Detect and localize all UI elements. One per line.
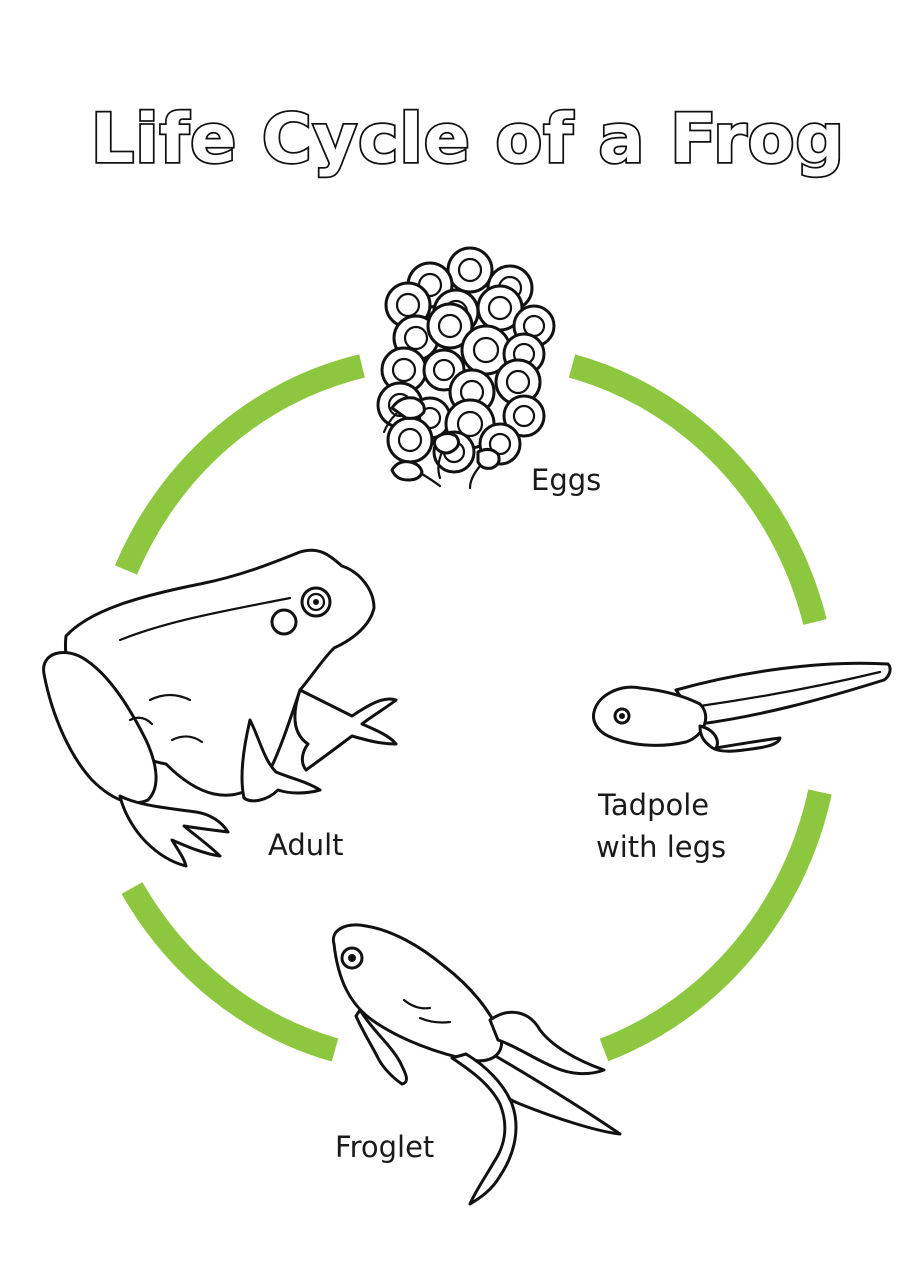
adult-label: Adult	[268, 828, 344, 862]
adult-frog-mid-leg	[240, 718, 322, 803]
egg-yolk	[472, 336, 500, 364]
tadpole-label-line1: Tadpole	[597, 788, 709, 822]
egg	[502, 394, 546, 438]
tadpole-hind-leg	[698, 724, 782, 753]
eggs-label: Eggs	[531, 463, 601, 497]
froglet-hind-leg	[450, 1052, 518, 1206]
egg-yolk	[432, 358, 456, 382]
cycle-arc-froglet-to-adult	[121, 882, 339, 1062]
froglet-label: Froglet	[335, 1130, 434, 1164]
egg-yolk	[457, 257, 483, 283]
egg-yolk	[488, 432, 512, 456]
froglet-body	[331, 923, 503, 1063]
diagram-title: Life Cycle of a Frog	[91, 100, 845, 179]
hatchling-tadpoles	[382, 396, 501, 490]
adult-frog-illustration: Adult	[42, 548, 398, 868]
egg-yolk	[397, 427, 423, 453]
tadpole-tail	[674, 661, 892, 726]
froglet-illustration: Froglet	[331, 923, 622, 1206]
egg	[386, 416, 434, 464]
cycle-arc-adult-to-eggs	[114, 354, 365, 575]
cycle-ring	[114, 354, 832, 1062]
adult-frog-front-leg	[293, 688, 398, 772]
eggs-illustration: Eggs	[376, 246, 601, 497]
egg-yolk	[391, 357, 417, 383]
egg-yolk	[403, 325, 429, 351]
egg-yolk	[487, 295, 513, 321]
tadpole-illustration: Tadpole with legs	[592, 661, 892, 864]
froglet-back-leg	[488, 1010, 606, 1076]
cycle-arc-eggs-to-tadpole	[568, 354, 827, 625]
froglet-front-leg	[354, 1008, 408, 1086]
adult-frog-eardrum	[270, 608, 298, 636]
adult-frog-hind-foot	[118, 794, 230, 868]
egg-yolk	[512, 404, 536, 428]
egg-yolk	[505, 369, 531, 395]
egg-yolk	[437, 313, 463, 339]
egg	[426, 302, 474, 350]
cycle-arc-tadpole-to-froglet	[599, 789, 832, 1062]
adult-frog-thigh	[42, 651, 158, 805]
tadpole-label-line2: with legs	[596, 830, 726, 864]
egg	[446, 246, 494, 294]
egg-yolk	[456, 410, 484, 438]
egg-spawn	[376, 246, 556, 474]
